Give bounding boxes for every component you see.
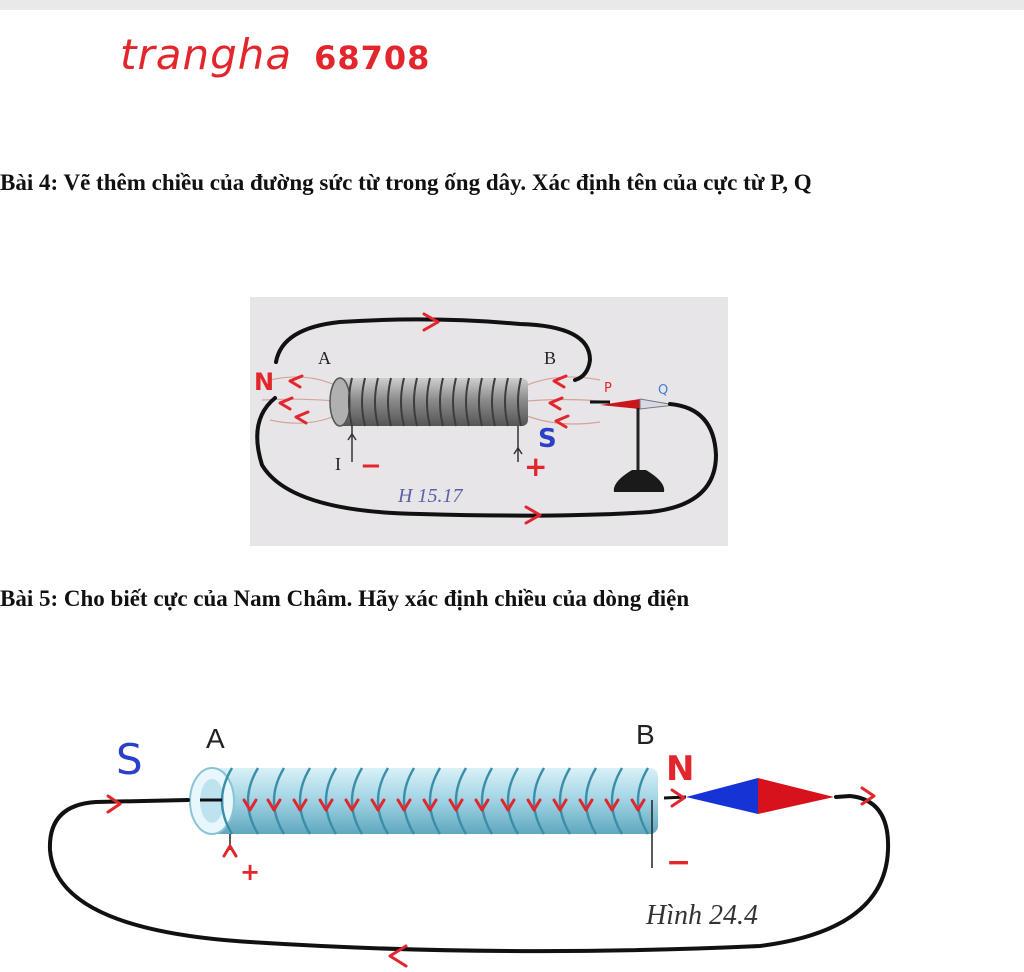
figure2-terminal-left: + bbox=[240, 858, 260, 886]
figure1-pole-right: S bbox=[538, 424, 557, 454]
figure2-magnet-needle bbox=[686, 778, 834, 814]
figure2-loop bbox=[47, 793, 891, 954]
figure2-red-arrows bbox=[106, 786, 876, 968]
figure1-terminal-right: + bbox=[524, 450, 547, 483]
figure1-label-a: A bbox=[318, 348, 331, 368]
figure2-label-a: A bbox=[206, 723, 225, 754]
figure1-upper-loop bbox=[274, 317, 593, 382]
figure-h15-17: A B I H 15.17 P Q N S − + bbox=[250, 297, 728, 546]
figure1-solenoid bbox=[329, 377, 528, 462]
figure2-solenoid bbox=[189, 767, 658, 868]
figure1-lower-loop bbox=[255, 396, 719, 518]
figure-hinh-24-4: A B Hình 24.4 S N + − bbox=[47, 719, 891, 968]
figure1-label-i: I bbox=[335, 454, 341, 474]
figure2-pole-right: N bbox=[666, 749, 694, 789]
top-bar bbox=[0, 0, 1024, 10]
figure1-terminal-left: − bbox=[360, 451, 382, 481]
figure1-label-q: Q bbox=[658, 383, 668, 398]
signature-name: trangha bbox=[120, 30, 293, 79]
figure2-caption: Hình 24.4 bbox=[645, 900, 758, 931]
figure2-pole-left: S bbox=[116, 735, 143, 784]
exercise-4-text: Bài 4: Vẽ thêm chiều của đường sức từ tr… bbox=[0, 170, 812, 195]
figure1-compass bbox=[600, 398, 676, 492]
handwritten-signature: trangha 68708 bbox=[120, 30, 430, 79]
figure2-terminal-right: − bbox=[666, 845, 691, 880]
figure2-label-b: B bbox=[636, 719, 655, 750]
figure1-red-arrows bbox=[278, 312, 570, 525]
figure1-label-b: B bbox=[544, 348, 556, 368]
signature-number: 68708 bbox=[314, 39, 431, 77]
figure1-label-p: P bbox=[604, 381, 612, 396]
exercise-5-text: Bài 5: Cho biết cực của Nam Châm. Hãy xá… bbox=[0, 586, 690, 611]
figure1-pole-left: N bbox=[254, 368, 274, 396]
figure1-caption: H 15.17 bbox=[397, 485, 463, 507]
